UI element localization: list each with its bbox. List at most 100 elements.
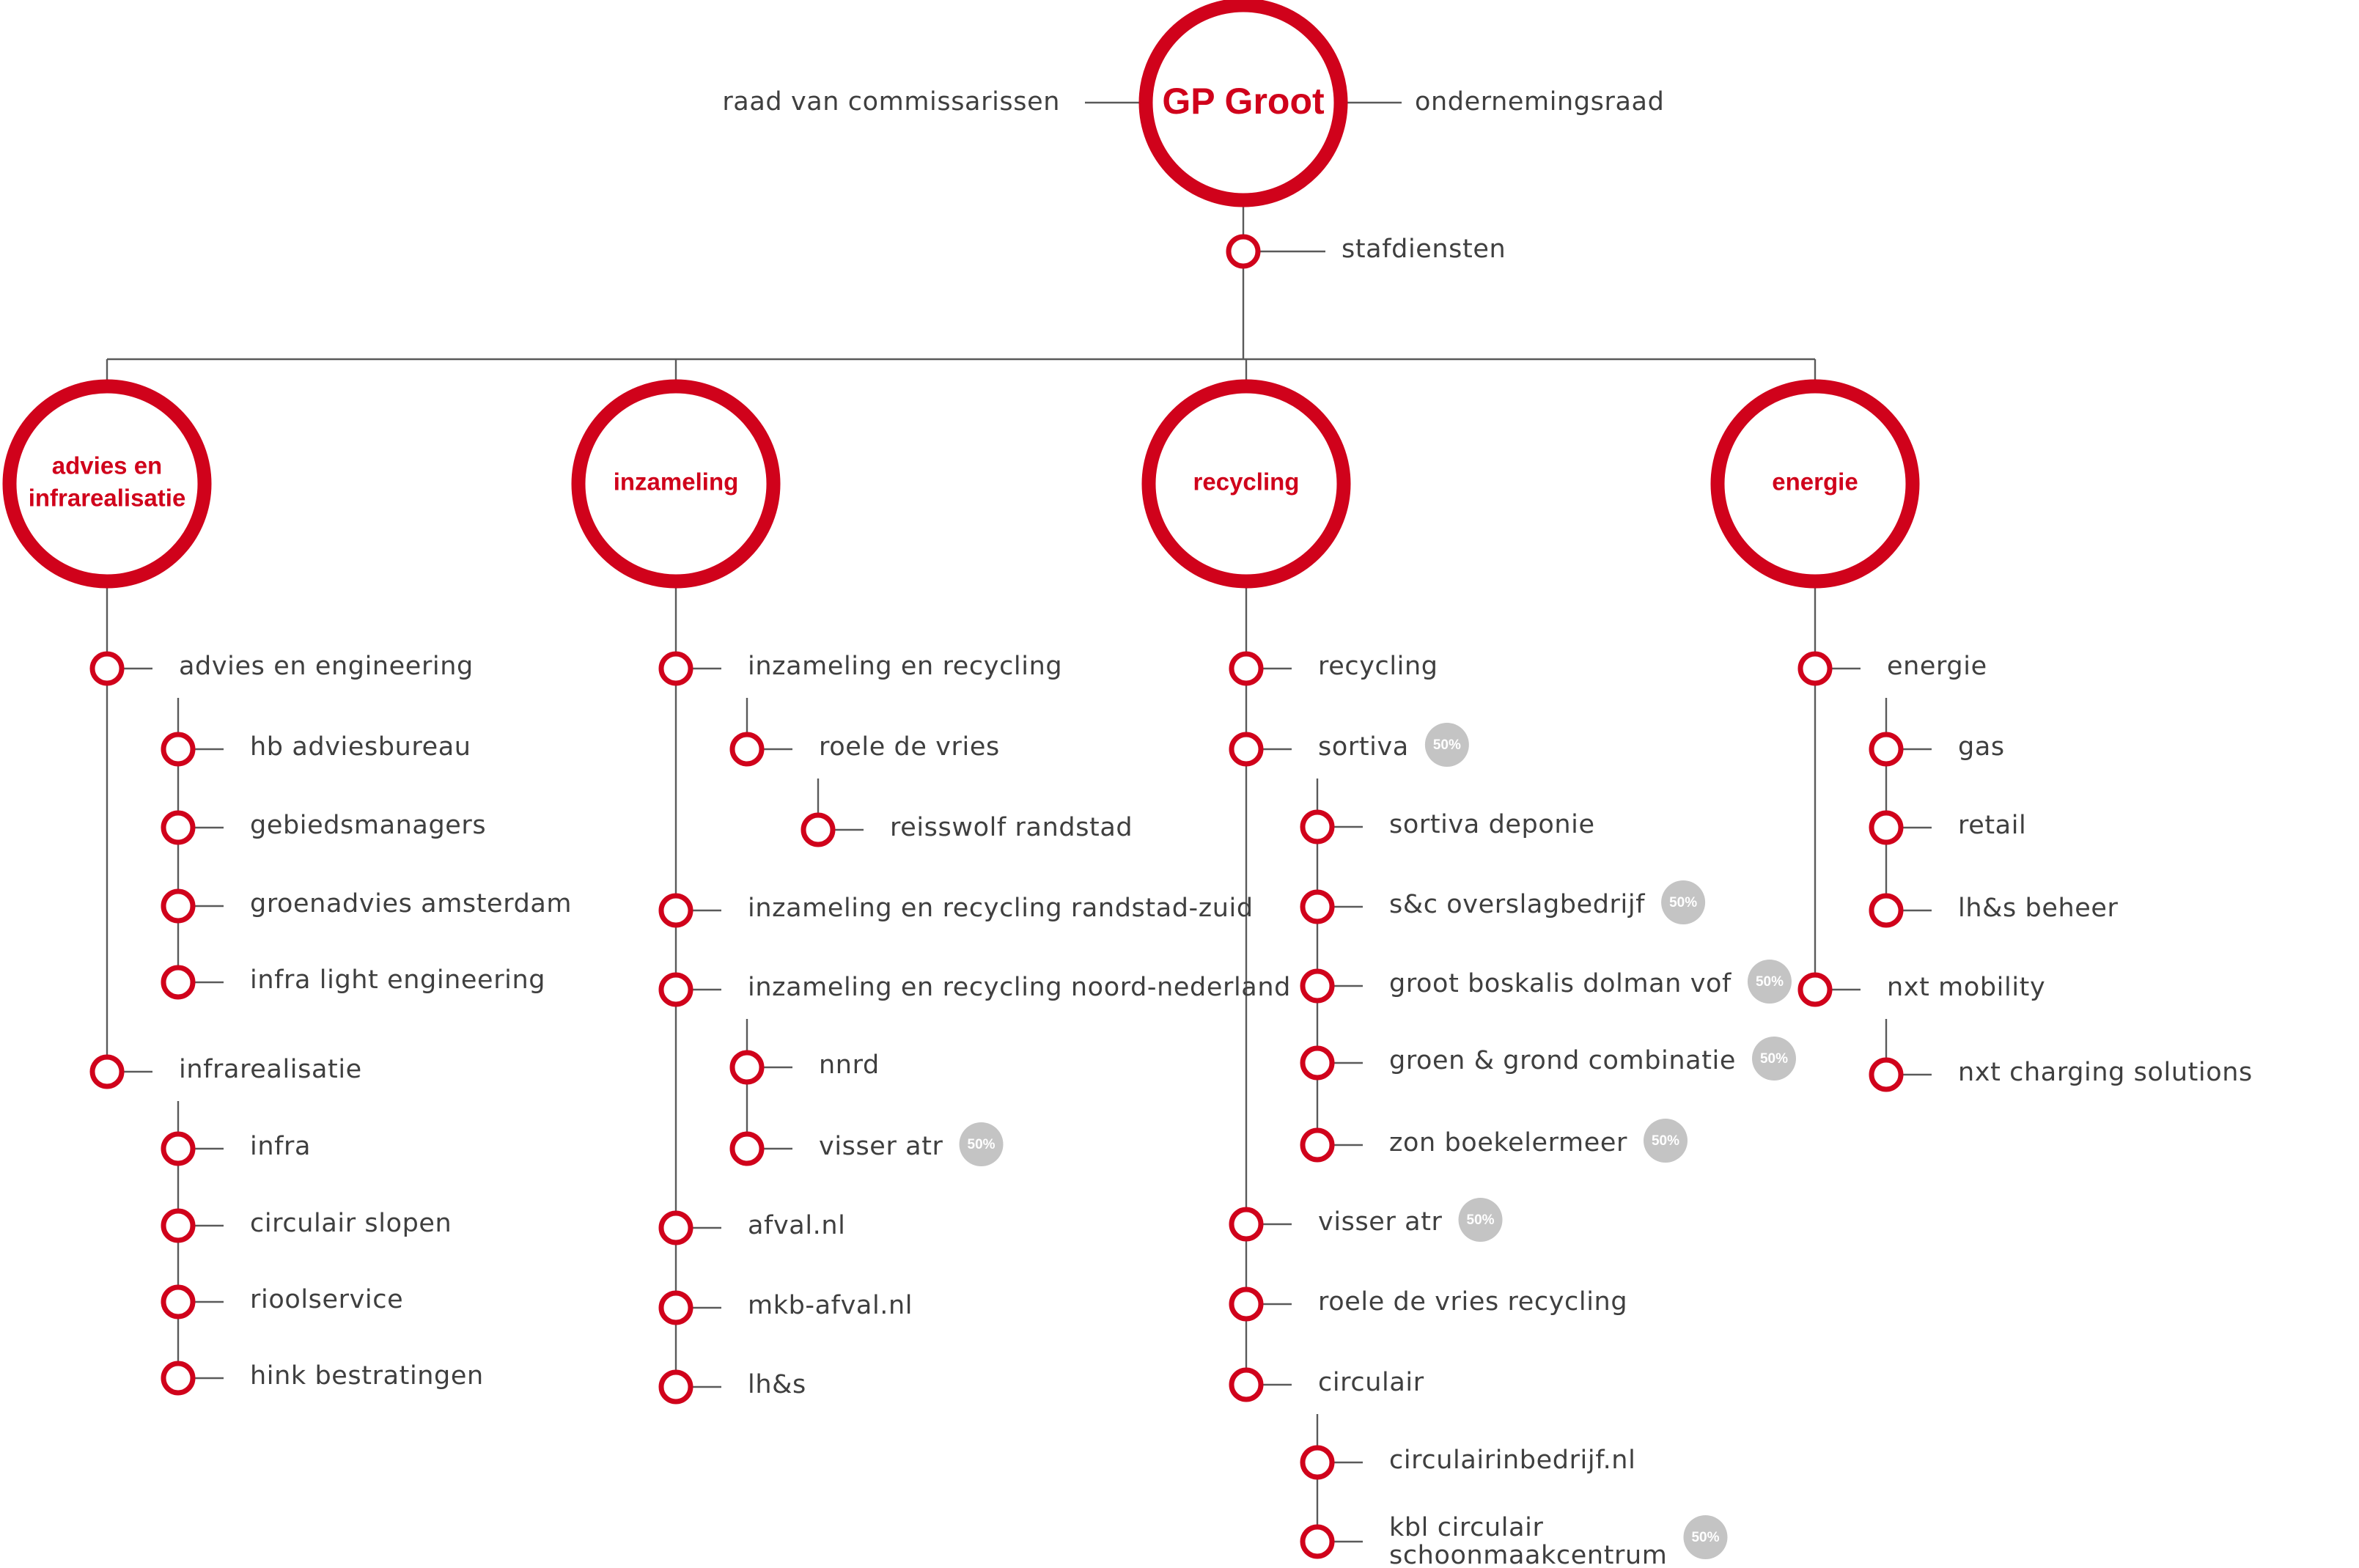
unit-label: infra light engineering [250,965,545,995]
unit-label: gas [1958,732,2005,762]
unit-node-circle [1229,1367,1264,1402]
unit-node-circle [658,1210,693,1245]
unit-label: nnrd [819,1050,880,1080]
unit-node-circle [161,732,196,767]
unit-node-circle [1229,732,1264,767]
unit-node-circle [658,651,693,686]
division-circle [2,379,212,589]
unit-label: recycling [1318,652,1438,681]
unit-node-circle [729,1050,765,1085]
division-circle [1141,379,1351,589]
unit-label: kbl circulair [1389,1513,1543,1542]
unit-node-circle [1229,651,1264,686]
share-badge [1661,880,1706,924]
division-label: advies en [52,452,162,479]
division-label: inzameling [614,468,739,496]
unit-node-circle [729,732,765,767]
unit-node-circle [1869,810,1904,845]
unit-label: mkb-afval.nl [748,1291,913,1320]
division-label: infrarealisatie [29,485,186,512]
unit-label: groot boskalis dolman vof [1389,969,1731,998]
unit-node-circle [161,1284,196,1319]
share-badge-label: 50% [1760,1051,1788,1067]
unit-node-circle [161,965,196,1000]
unit-node-circle [1300,1524,1335,1559]
works-council-label: ondernemingsraad [1415,87,1664,117]
share-badge-label: 50% [1669,895,1697,910]
unit-label: visser atr [819,1132,943,1161]
staff-node-circle [1226,234,1261,269]
unit-label: hb adviesbureau [250,732,471,762]
unit-label: circulair [1318,1368,1424,1397]
unit-label: afval.nl [748,1211,846,1240]
unit-label: lh&s beheer [1958,894,2119,923]
staff-label: stafdiensten [1342,235,1506,264]
root-circle [1138,0,1348,207]
unit-node-circle [1869,732,1904,767]
unit-node-circle [1869,1057,1904,1092]
unit-label: groenadvies amsterdam [250,889,572,919]
unit-node-circle [1869,893,1904,928]
unit-node-circle [1300,1045,1335,1081]
unit-label: sortiva deponie [1389,810,1595,839]
unit-node-circle [1797,972,1833,1007]
division-circle [1710,379,1920,589]
share-badge [959,1122,1004,1166]
unit-label: inzameling en recycling noord-nederland [748,973,1291,1002]
unit-label: circulairinbedrijf.nl [1389,1446,1635,1475]
unit-node-circle [729,1131,765,1166]
unit-node-circle [658,1369,693,1405]
share-badge-label: 50% [1467,1212,1495,1228]
unit-label: s&c overslagbedrijf [1389,890,1645,919]
unit-label: sortiva [1318,732,1409,762]
unit-label: visser atr [1318,1207,1443,1237]
share-badge-label: 50% [1652,1133,1679,1149]
unit-node-circle [658,893,693,928]
root-label: GP Groot [1162,81,1325,122]
unit-label: infra [250,1132,311,1161]
unit-node-circle [658,972,693,1007]
unit-label: schoonmaakcentrum [1389,1541,1667,1568]
unit-node-circle [161,1131,196,1166]
unit-node-circle [89,1054,125,1089]
unit-label: zon boekelermeer [1389,1128,1627,1157]
unit-label: roele de vries [819,732,1000,762]
unit-node-circle [1300,1445,1335,1480]
share-badge-label: 50% [1691,1530,1719,1545]
unit-label: rioolservice [250,1285,403,1314]
share-badge-label: 50% [1433,737,1461,753]
unit-node-circle [161,1208,196,1243]
share-badge [1644,1119,1688,1163]
unit-node-circle [1229,1287,1264,1322]
unit-node-circle [658,1290,693,1325]
board-label: raad van commissarissen [722,87,1060,117]
share-badge [1752,1037,1796,1081]
share-badge-label: 50% [968,1137,996,1152]
unit-label: roele de vries recycling [1318,1287,1627,1317]
unit-label: gebiedsmanagers [250,811,486,840]
unit-label: reisswolf randstad [890,813,1133,842]
unit-label: lh&s [748,1370,806,1399]
share-badge-label: 50% [1756,974,1784,990]
unit-label: nxt charging solutions [1958,1058,2253,1087]
share-badge [1747,960,1792,1004]
unit-node-circle [1300,968,1335,1004]
unit-node-circle [161,888,196,924]
unit-label: inzameling en recycling randstad-zuid [748,894,1254,923]
unit-node-circle [89,651,125,686]
division-label: recycling [1193,468,1300,496]
unit-label: nxt mobility [1887,973,2045,1002]
unit-label: energie [1887,652,1987,681]
unit-node-circle [801,812,836,847]
unit-label: groen & grond combinatie [1389,1046,1736,1075]
unit-node-circle [161,1361,196,1396]
unit-label: advies en engineering [179,652,474,681]
unit-node-circle [1300,889,1335,924]
unit-node-circle [161,810,196,845]
share-badge [1683,1515,1728,1559]
unit-label: circulair slopen [250,1209,452,1238]
unit-node-circle [1300,1127,1335,1163]
division-label: energie [1772,468,1858,496]
unit-node-circle [1300,809,1335,844]
